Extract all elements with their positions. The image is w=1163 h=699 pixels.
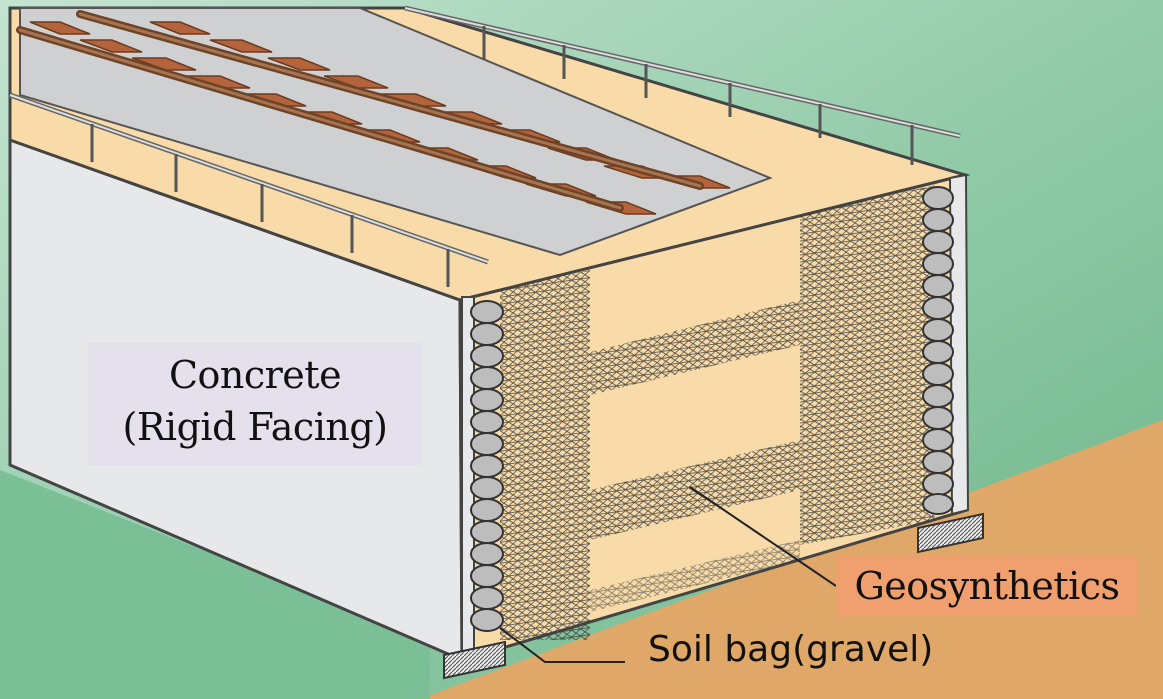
geosynthetics-leader-line [689, 486, 837, 587]
railing-left [9, 92, 489, 287]
soil-bags-left [470, 300, 504, 632]
geosynthetics-label: Geosynthetics [836, 556, 1138, 616]
concrete-label-line1: Concrete [168, 353, 342, 397]
concrete-label-line2: (Rigid Facing) [122, 405, 388, 449]
footing-right [917, 512, 984, 554]
soil-bag-leader-line [499, 627, 625, 663]
geosynthetic-layers [500, 185, 935, 640]
railing-right [404, 5, 961, 165]
soil-bag-label: Soil bag(gravel) [648, 629, 934, 670]
soil-bags-right [922, 186, 954, 515]
footing-left [443, 640, 506, 680]
ground-left [0, 470, 430, 699]
concrete-label: Concrete (Rigid Facing) [88, 343, 422, 465]
rails [16, 10, 704, 212]
